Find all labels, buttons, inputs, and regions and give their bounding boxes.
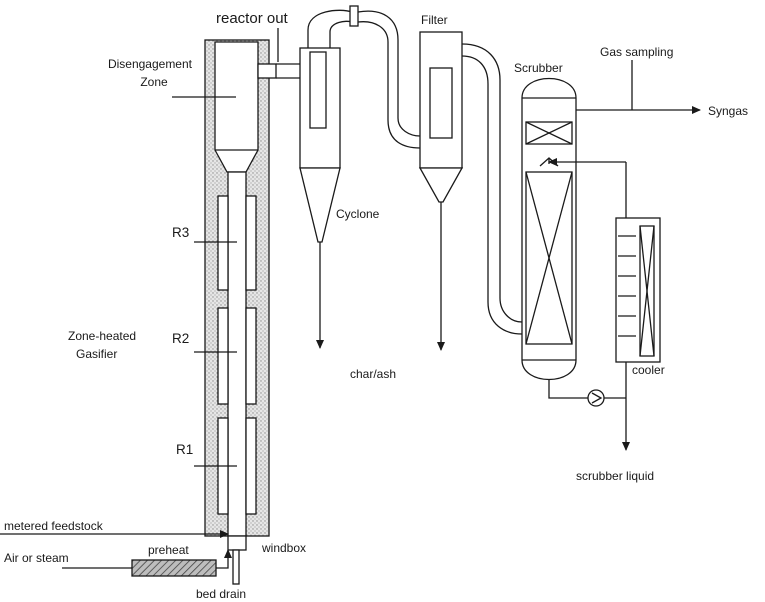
preheat-to-windbox xyxy=(216,549,232,569)
r2-label: R2 xyxy=(172,331,189,346)
disengagement-label-line2: Zone xyxy=(140,75,168,89)
gasifier-reactor xyxy=(204,39,270,585)
preheat-label: preheat xyxy=(148,543,189,557)
reactor-out-pipe xyxy=(257,63,300,79)
r3-label: R3 xyxy=(172,225,189,240)
cyclone-cone xyxy=(299,167,341,243)
gasifier-tube xyxy=(227,171,247,537)
gas-sampling-label: Gas sampling xyxy=(600,45,673,59)
scrubber-label: Scrubber xyxy=(514,61,563,75)
cyclone xyxy=(299,47,341,349)
filter-label: Filter xyxy=(421,13,448,27)
filter-to-scrubber-pipe xyxy=(461,43,523,335)
heater-r3-left xyxy=(217,195,229,291)
zone-heated-label-line1: Zone-heated xyxy=(68,329,136,343)
cooler xyxy=(615,217,661,363)
char-ash-label: char/ash xyxy=(350,367,396,381)
bed-drain-label: bed drain xyxy=(196,587,246,601)
filter xyxy=(418,31,464,351)
cyclone-label: Cyclone xyxy=(336,207,380,221)
cooler-label: cooler xyxy=(632,363,665,377)
bed-drain-pipe xyxy=(232,549,240,585)
windbox-vessel xyxy=(227,535,247,551)
r1-label: R1 xyxy=(176,442,193,457)
cyclone-body xyxy=(299,47,341,169)
heater-r1-right xyxy=(245,417,257,515)
syngas-label: Syngas xyxy=(708,104,748,118)
heater-r2-right xyxy=(245,307,257,405)
heater-r2-left xyxy=(217,307,229,405)
reactor-out-label: reactor out xyxy=(216,10,289,27)
scrubber-liquid-label: scrubber liquid xyxy=(576,469,654,483)
diagram-labels: reactor out Disengagement Zone Filter Ga… xyxy=(4,10,748,601)
air-or-steam-label: Air or steam xyxy=(4,551,69,565)
cyclone-vortex-finder xyxy=(309,51,327,129)
cyclone-to-filter-pipe xyxy=(307,5,421,149)
filter-element xyxy=(429,67,453,139)
filter-cone xyxy=(418,167,464,203)
disengagement-label-line1: Disengagement xyxy=(108,57,193,71)
heater-r3-right xyxy=(245,195,257,291)
preheater xyxy=(131,559,217,577)
metered-feedstock-label: metered feedstock xyxy=(4,519,104,533)
scrubber-column xyxy=(521,78,577,380)
disengagement-zone-vessel xyxy=(214,41,259,173)
windbox-label: windbox xyxy=(261,541,306,555)
zone-heated-label-line2: Gasifier xyxy=(76,347,117,361)
filter-body xyxy=(419,31,463,169)
